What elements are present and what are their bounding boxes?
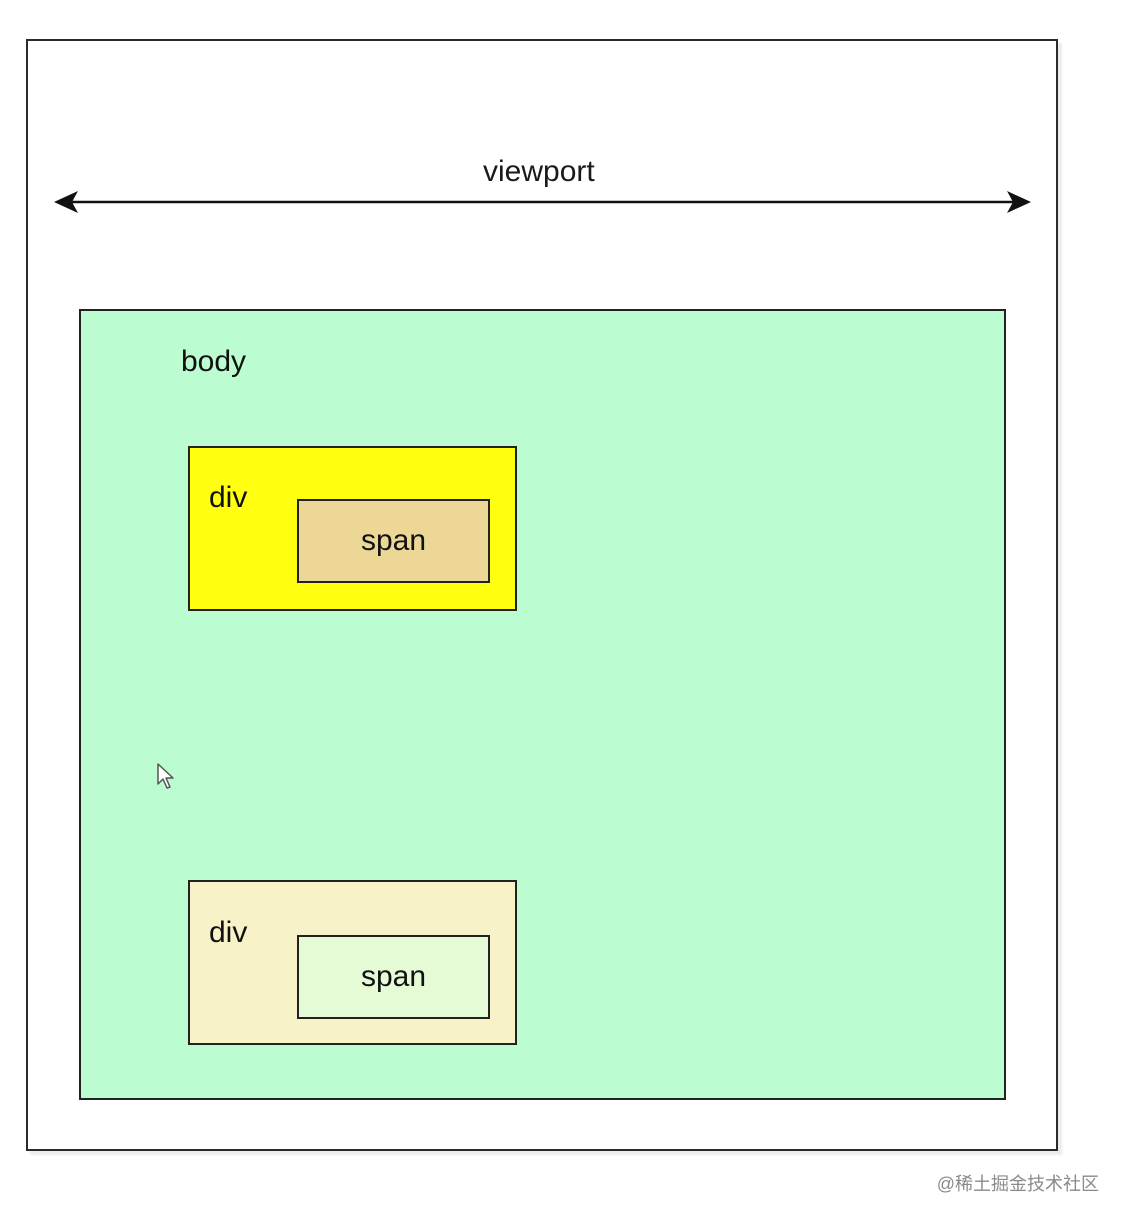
div-label-2: div — [209, 916, 248, 949]
span-box-2: span — [297, 935, 490, 1019]
viewport-width-arrow — [54, 191, 1031, 213]
watermark: @稀土掘金技术社区 — [936, 1174, 1099, 1194]
span-box-1: span — [297, 499, 490, 583]
body-label: body — [181, 345, 247, 378]
viewport-label: viewport — [483, 155, 595, 188]
div-label-1: div — [209, 481, 248, 514]
mouse-pointer-icon — [157, 763, 174, 789]
